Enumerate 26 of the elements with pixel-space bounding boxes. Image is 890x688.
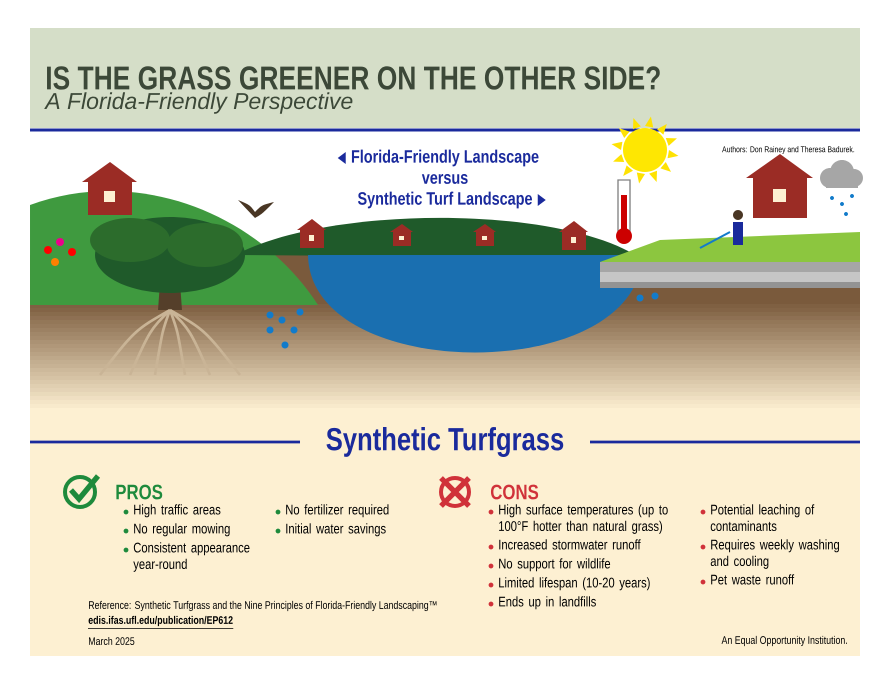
list-item: Initial water savings [286, 523, 386, 536]
list-item: No regular mowing [134, 523, 230, 536]
list-item: High traffic areas [134, 504, 220, 518]
title-text: IS THE GRASS GREENER ON THE OTHER SIDE? [47, 66, 660, 90]
cons-heading: CONS [490, 484, 538, 500]
list-item: Limited lifespan (10-20 years) [499, 577, 650, 590]
heading: versus [422, 174, 468, 184]
author-credit: Authors: Don Rainey and Theresa Badurek. [722, 146, 854, 154]
list-item: Potential leaching of contaminants [710, 504, 814, 532]
reference-note: Reference: Synthetic Turfgrass and the Nine Principles of Florida-Friendly Landscaping™ [89, 600, 436, 612]
list-item: No support for wildlife [499, 558, 610, 572]
section-heading: Synthetic Turfgrass [326, 427, 564, 457]
list-item: Increased stormwater runoff [499, 539, 641, 550]
list-item: Requires weekly washing and cooling [710, 539, 839, 569]
date: March 2025 [89, 636, 134, 646]
list-item: High surface temperatures (up to 100°F hotter than natural grass) [499, 504, 668, 534]
footer-note: An Equal Opportunity Institution. [722, 636, 847, 646]
pros-heading: PROS [116, 484, 162, 500]
link: edis.ifas.ufl.edu/publication/EP612 [88, 616, 234, 629]
heading: Florida-Friendly Landscape [352, 150, 539, 166]
list-item: Pet waste runoff [711, 574, 794, 585]
heading: Synthetic Turf Landscape [358, 192, 532, 208]
list-item: No fertilizer required [286, 504, 388, 518]
subtitle: A Florida-Friendly Perspective [44, 92, 352, 114]
list-item: Ends up in landfills [499, 596, 596, 610]
list-item: Consistent appearance year-round [133, 542, 250, 572]
